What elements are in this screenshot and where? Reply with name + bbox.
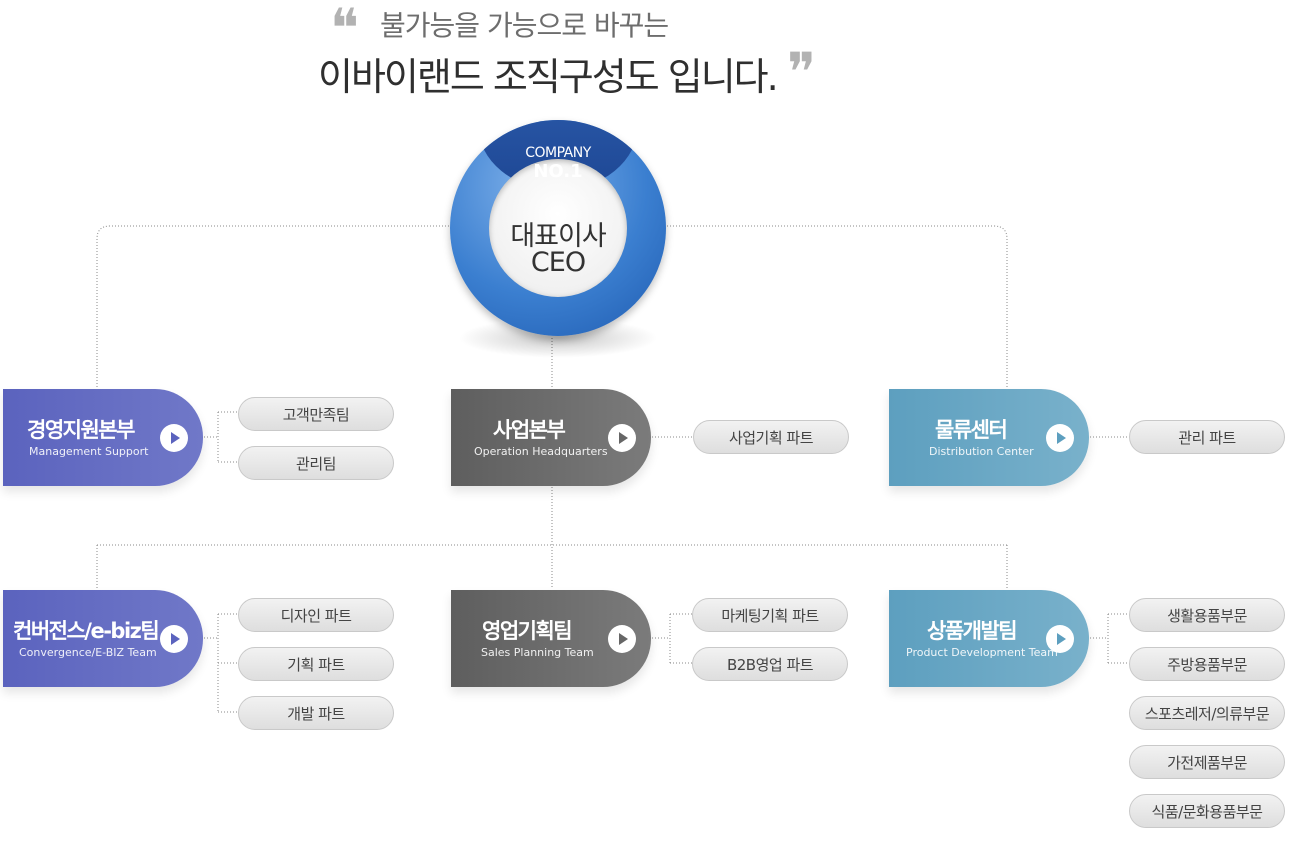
dept-name-en: Product Development Team	[906, 646, 1058, 659]
team-chip[interactable]: 개발 파트	[238, 696, 394, 730]
team-chip[interactable]: 주방용품부문	[1129, 647, 1285, 681]
dept-name-kr: 경영지원본부	[27, 418, 135, 442]
dept-name-kr: 영업기획팀	[482, 619, 573, 643]
dept-convergence-ebiz[interactable]: 컨버전스/e-biz팀 Convergence/E-BIZ Team	[3, 590, 203, 687]
dept-name-en: Convergence/E-BIZ Team	[19, 646, 157, 659]
team-chip[interactable]: 관리팀	[238, 446, 394, 480]
dept-name-kr: 상품개발팀	[927, 619, 1018, 643]
team-chip[interactable]: 디자인 파트	[238, 598, 394, 632]
dept-management-support[interactable]: 경영지원본부 Management Support	[3, 389, 203, 486]
play-icon[interactable]	[1046, 424, 1074, 452]
team-chip[interactable]: 가전제품부문	[1129, 745, 1285, 779]
team-chip[interactable]: 식품/문화용품부문	[1129, 794, 1285, 828]
dept-name-kr: 물류센터	[935, 418, 1008, 442]
dept-name-kr: 컨버전스/e-biz팀	[13, 619, 160, 643]
team-chip[interactable]: 생활용품부문	[1129, 598, 1285, 632]
play-icon[interactable]	[160, 625, 188, 653]
team-chip[interactable]: 마케팅기획 파트	[692, 598, 848, 632]
team-chip[interactable]: 사업기획 파트	[693, 420, 849, 454]
dept-operation-headquarters[interactable]: 사업본부 Operation Headquarters	[451, 389, 651, 486]
team-chip[interactable]: 관리 파트	[1129, 420, 1285, 454]
play-icon[interactable]	[160, 424, 188, 452]
ceo-title-kr: 대표이사	[510, 221, 606, 252]
quote-open-icon: ❝	[330, 0, 360, 60]
team-chip[interactable]: B2B영업 파트	[692, 647, 848, 681]
slogan-line-1: 불가능을 가능으로 바꾸는	[380, 9, 669, 42]
ceo-inner-circle	[489, 159, 627, 297]
team-chip[interactable]: 고객만족팀	[238, 397, 394, 431]
play-icon[interactable]	[608, 424, 636, 452]
dept-name-en: Distribution Center	[929, 445, 1034, 458]
ceo-title-en: CEO	[530, 247, 586, 278]
slogan-line-2: 이바이랜드 조직구성도 입니다.	[318, 55, 779, 99]
dept-distribution-center[interactable]: 물류센터 Distribution Center	[889, 389, 1089, 486]
company-label: COMPANY	[525, 145, 591, 161]
dept-name-en: Operation Headquarters	[474, 445, 608, 458]
no1-badge: NO.1	[533, 161, 583, 182]
dept-name-kr: 사업본부	[493, 418, 566, 442]
quote-close-icon: ❞	[787, 41, 817, 104]
dept-name-en: Management Support	[29, 445, 149, 458]
dept-name-en: Sales Planning Team	[481, 646, 594, 659]
play-icon[interactable]	[1046, 625, 1074, 653]
play-icon[interactable]	[608, 625, 636, 653]
team-chip[interactable]: 기획 파트	[238, 647, 394, 681]
team-chip[interactable]: 스포츠레저/의류부문	[1129, 696, 1285, 730]
dept-sales-planning[interactable]: 영업기획팀 Sales Planning Team	[451, 590, 651, 687]
dept-product-development[interactable]: 상품개발팀 Product Development Team	[889, 590, 1089, 687]
